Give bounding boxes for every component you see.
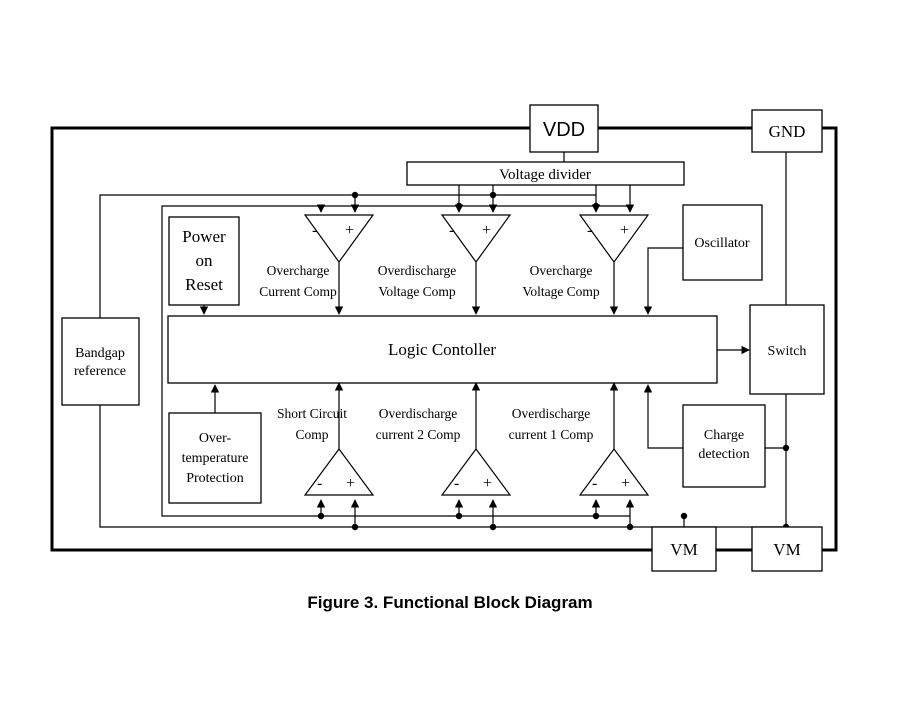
switch-label: Switch — [768, 344, 807, 359]
charge-detection-block: Charge detection — [682, 404, 766, 488]
vm-right-label: VM — [773, 540, 800, 559]
plus-sign: + — [482, 222, 491, 239]
minus-sign: - — [317, 475, 322, 492]
overdischarge-current-1-label-2: current 1 Comp — [509, 427, 594, 442]
switch-block: Switch — [749, 304, 825, 395]
outer-frame — [50, 126, 838, 552]
power-on-reset-line-2: on — [196, 251, 214, 270]
vm-left-block: VM — [651, 526, 717, 572]
over-temperature-line-2: temperature — [182, 451, 249, 466]
short-circuit-label-2: Comp — [295, 427, 328, 442]
overcharge-current-label-1: Overcharge — [267, 263, 330, 278]
overcharge-voltage-label-2: Voltage Comp — [522, 284, 600, 299]
over-temperature-block: Over- temperature Protection — [168, 412, 262, 504]
control-wiring — [199, 152, 787, 527]
comparator-overcharge-current — [303, 214, 375, 315]
comparator-short-circuit — [303, 382, 375, 496]
comparator-overcharge-voltage — [578, 214, 650, 315]
charge-detection-line-2: detection — [698, 447, 749, 462]
plus-sign: + — [345, 222, 354, 239]
charge-detection-line-1: Charge — [704, 428, 744, 443]
overdischarge-voltage-label-2: Voltage Comp — [378, 284, 456, 299]
bandgap-line-2: reference — [74, 364, 126, 379]
power-on-reset-block: Power on Reset — [168, 216, 240, 306]
oscillator-label: Oscillator — [694, 236, 750, 251]
minus-sign: - — [312, 222, 317, 239]
overdischarge-current-1-label-1: Overdischarge — [512, 406, 590, 421]
comparator-overdischarge-current-1 — [578, 382, 650, 496]
minus-sign: - — [592, 475, 597, 492]
comparator-labels: Overcharge Current Comp Overdischarge Vo… — [259, 263, 600, 442]
comparator-overdischarge-voltage — [440, 214, 512, 315]
logic-controller-block: Logic Contoller — [167, 315, 718, 384]
oscillator-block: Oscillator — [682, 204, 763, 281]
short-circuit-label-1: Short Circuit — [277, 406, 347, 421]
vdd-block: VDD — [529, 104, 599, 153]
voltage-divider-label: Voltage divider — [499, 167, 591, 183]
plus-sign: + — [346, 475, 355, 492]
overdischarge-current-2-label-1: Overdischarge — [379, 406, 457, 421]
gnd-label: GND — [769, 122, 806, 141]
vm-left-label: VM — [670, 540, 697, 559]
power-on-reset-line-3: Reset — [185, 275, 223, 294]
over-temperature-line-3: Protection — [186, 471, 244, 486]
minus-sign: - — [449, 222, 454, 239]
minus-sign: - — [587, 222, 592, 239]
inner-loop — [99, 194, 786, 528]
plus-sign: + — [621, 475, 630, 492]
bottom-comparator-inputs — [316, 499, 635, 527]
minus-sign: - — [454, 475, 459, 492]
vdd-label: VDD — [543, 119, 585, 141]
logic-controller-label: Logic Contoller — [388, 340, 496, 359]
gnd-block: GND — [751, 109, 823, 153]
overcharge-current-label-2: Current Comp — [259, 284, 337, 299]
overdischarge-current-2-label-2: current 2 Comp — [376, 427, 461, 442]
overcharge-voltage-label-1: Overcharge — [530, 263, 593, 278]
voltage-divider-block: Voltage divider — [406, 161, 685, 186]
power-on-reset-line-1: Power — [182, 227, 226, 246]
bandgap-line-1: Bandgap — [75, 346, 125, 361]
bandgap-reference-block: Bandgap reference — [61, 317, 140, 406]
figure-caption: Figure 3. Functional Block Diagram — [307, 593, 592, 612]
overdischarge-voltage-label-1: Overdischarge — [378, 263, 456, 278]
plus-sign: + — [483, 475, 492, 492]
vm-right-block: VM — [751, 526, 823, 572]
comparator-overdischarge-current-2 — [440, 382, 512, 496]
plus-sign: + — [620, 222, 629, 239]
over-temperature-line-1: Over- — [199, 431, 232, 446]
